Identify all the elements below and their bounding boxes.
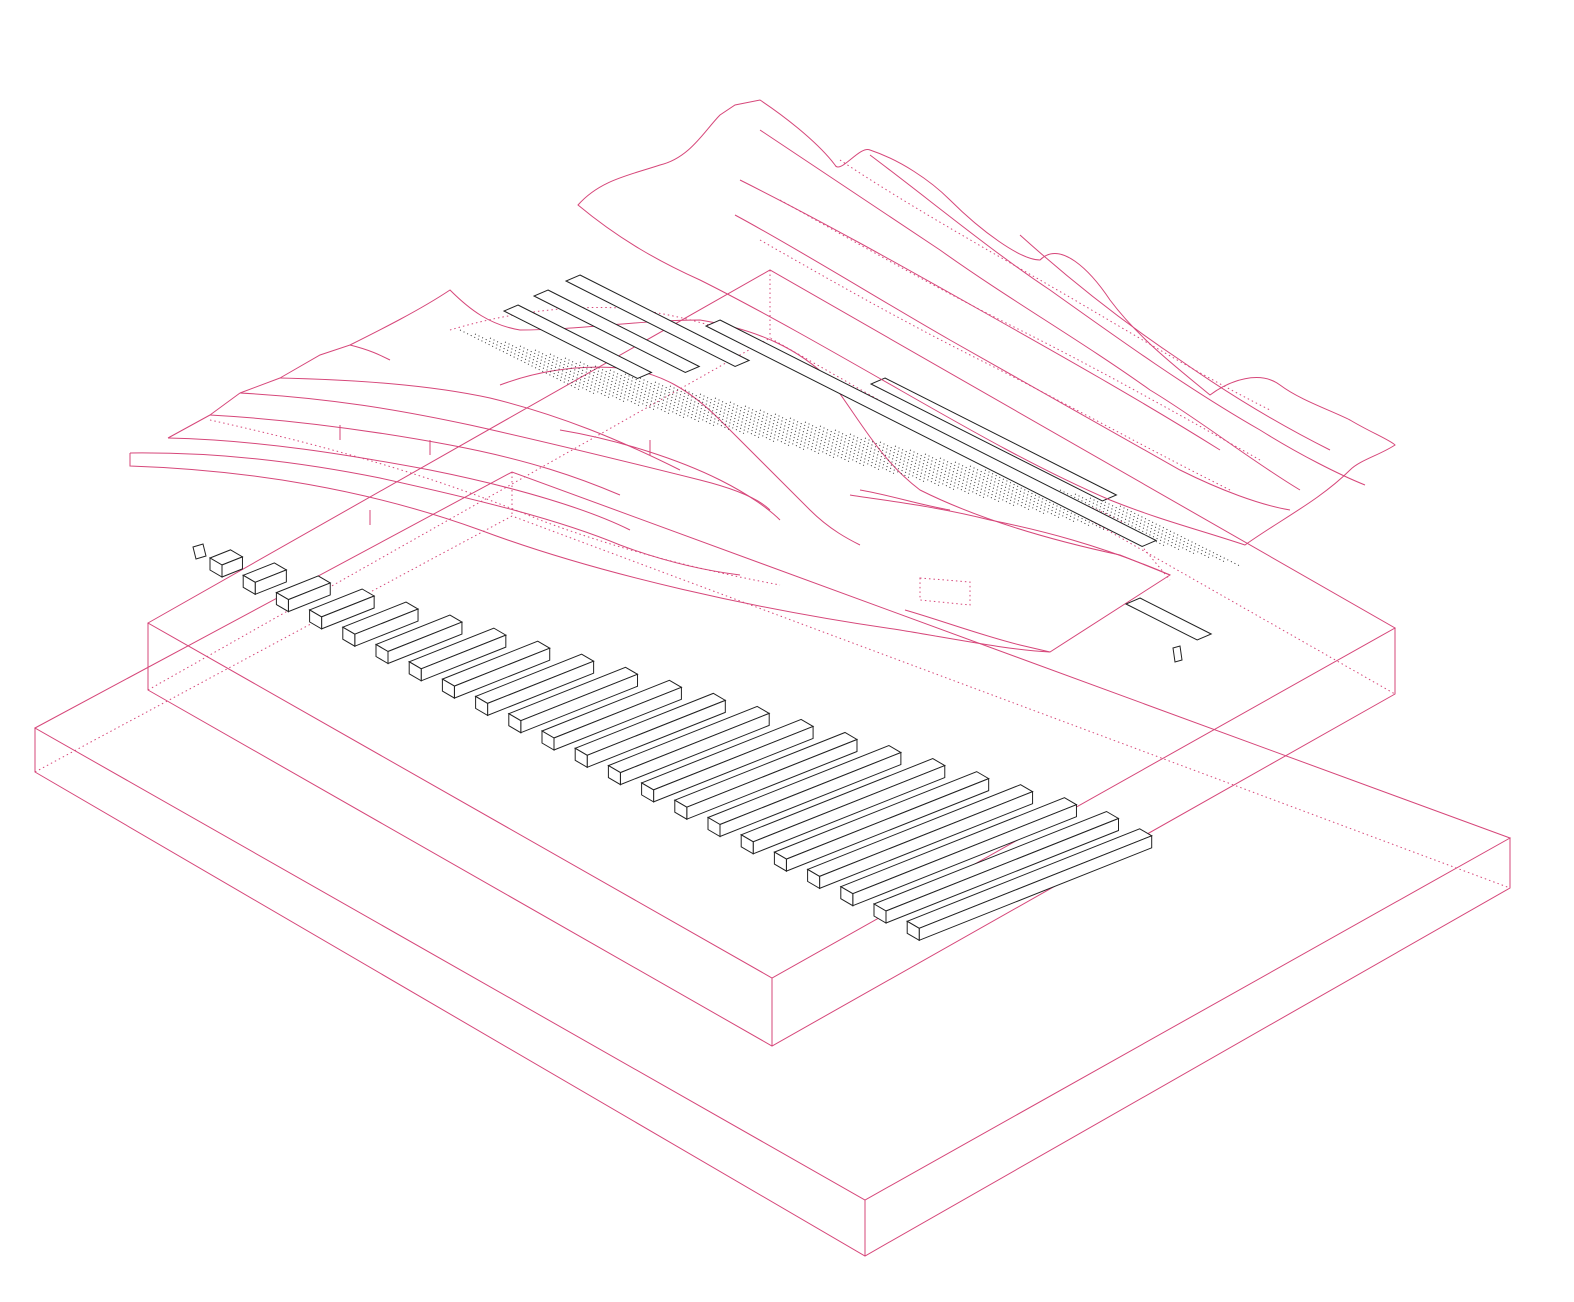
contour-steps: [167, 344, 391, 439]
bar-block: [773, 771, 990, 872]
bar-block: [275, 575, 332, 613]
contour-strip-3: [209, 414, 621, 496]
contour-outline-lower: [129, 453, 1172, 653]
bar-block-end: [541, 730, 555, 751]
bar-block: [607, 705, 771, 786]
bar-block-end: [242, 574, 256, 596]
upper-bar-block: [502, 304, 653, 380]
bar-block: [374, 614, 464, 665]
bar-block: [441, 640, 551, 699]
bar-block: [740, 758, 946, 855]
small-dotted-element: [919, 577, 971, 606]
upper-bar-block: [564, 274, 751, 368]
hatch-line: [519, 345, 641, 407]
marker-cube-left: [192, 543, 207, 560]
bar-block: [242, 562, 288, 596]
bar-block-end: [275, 591, 289, 613]
upper-bar-block: [1124, 597, 1213, 641]
bar-block-end: [641, 782, 655, 803]
upper-bar-block: [869, 377, 1118, 502]
contour-inner-1: [499, 366, 861, 546]
bar-block: [872, 810, 1120, 924]
bar-block-end: [674, 799, 688, 821]
bar-block: [906, 828, 1153, 942]
marker-cube-right: [1172, 645, 1183, 663]
bar-block: [308, 588, 376, 630]
small-markers: [192, 543, 1183, 663]
bar-block: [574, 692, 727, 769]
bar-block: [341, 601, 420, 648]
upper-bar-block: [532, 289, 701, 374]
contour-outline-upper: [349, 289, 1171, 576]
tilted-canopy: [577, 99, 1396, 546]
landscape-contours: [129, 289, 1172, 653]
contour-hidden-1: [449, 306, 1171, 581]
bar-block-end: [408, 660, 422, 682]
bar-block-end: [740, 833, 754, 855]
contour-inner-2: [559, 429, 781, 521]
canopy-fold-1: [734, 214, 1291, 511]
hatch-line: [534, 349, 656, 411]
bar-block-end: [209, 557, 223, 578]
bar-block: [408, 627, 507, 682]
bar-block-end: [342, 626, 356, 648]
upper-slab-hidden-bottom: [147, 337, 1396, 695]
contour-strip-2: [167, 437, 631, 531]
bar-block-end: [309, 609, 323, 630]
canopy-hidden-2: [779, 199, 1261, 461]
upper-bar-block: [704, 319, 1158, 548]
bar-block-end: [873, 903, 887, 924]
bar-block-end: [707, 816, 721, 838]
bar-block-end: [906, 920, 920, 942]
contour-hidden-2: [209, 419, 781, 586]
bar-block-end: [574, 747, 588, 769]
bar-block: [474, 653, 595, 717]
contour-inner-3: [859, 489, 951, 511]
canopy-fold-3: [759, 129, 1301, 491]
canopy-fold-2: [739, 179, 1221, 451]
bar-block: [806, 784, 1034, 890]
contour-strip-4: [239, 392, 771, 511]
bar-block-end: [441, 678, 455, 699]
bar-block: [673, 731, 859, 821]
bar-block-end: [475, 695, 489, 717]
base-slab: [33, 471, 1512, 1257]
upper-slab: [146, 269, 1397, 1047]
bar-block: [507, 666, 639, 734]
contour-strip-5: [279, 377, 681, 471]
canopy-fold-5: [1019, 234, 1331, 451]
base-slab-hidden-bottom: [34, 515, 1511, 889]
bar-block: [706, 744, 903, 838]
canopy-fold-4: [869, 154, 1366, 486]
bar-block-end: [508, 712, 522, 734]
bar-block-end: [840, 885, 854, 907]
bar-block-end: [773, 851, 787, 872]
bar-block: [208, 549, 244, 578]
bar-block: [540, 679, 683, 751]
canopy-hidden-3: [839, 159, 1271, 411]
bar-block: [640, 718, 815, 803]
canopy-outline: [577, 99, 1396, 546]
bar-block-group: [208, 549, 1153, 942]
bar-block-end: [607, 764, 621, 786]
bar-block: [839, 797, 1078, 907]
bar-block-end: [807, 868, 821, 890]
contour-lower-edge: [904, 609, 1051, 653]
bar-block-end: [375, 643, 389, 665]
